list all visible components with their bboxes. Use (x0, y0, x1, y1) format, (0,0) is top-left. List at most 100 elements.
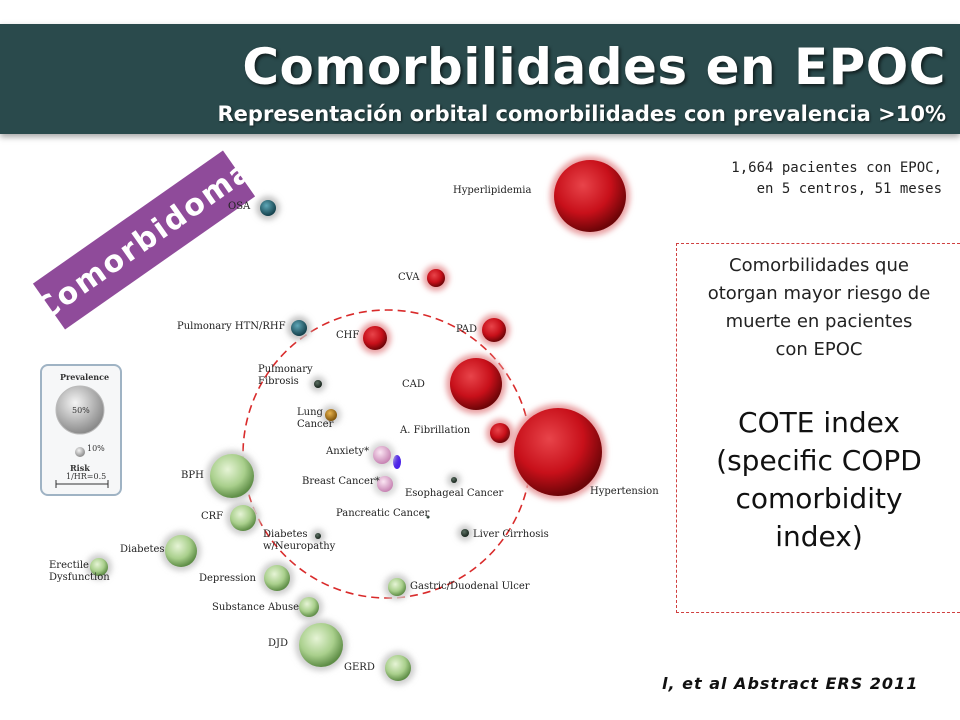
legend: Prevalence 50% 10% Risk 1/HR=0.5 (40, 364, 122, 496)
bubble-liver-cirrhosis (461, 529, 469, 537)
label-diabetes: Diabetes (120, 544, 165, 555)
bubble-cad (450, 358, 502, 410)
citation: l, et al Abstract ERS 2011 (662, 674, 919, 693)
bubble-hyperlipidemia (554, 160, 626, 232)
comorbidity-osa: OSA (228, 196, 280, 220)
bubble-diabetes-w-neuropathy (315, 533, 321, 539)
label-pad: PAD (456, 324, 477, 335)
legend-scale-label: 1/HR=0.5 (66, 472, 107, 481)
bubble-pad (482, 318, 506, 342)
cote-index-line: COTE index (738, 406, 900, 439)
cote-index-title: COTE index (specific COPD comorbidity in… (677, 404, 960, 556)
bubble-anxiety (373, 446, 391, 464)
bubble-pulmonary-htn-rhf (291, 320, 307, 336)
comorbidity-breast-cancer: Breast Cancer* (302, 472, 397, 496)
bubble-lung-cancer (325, 409, 337, 421)
cote-index-line: comorbidity (735, 482, 903, 515)
legend-big-value: 50% (72, 406, 90, 415)
label-hyperlipidemia: Hyperlipidemia (453, 185, 531, 196)
cote-index-line: index) (775, 520, 863, 553)
label-crf: CRF (201, 511, 223, 522)
comorbidity-djd: DJD (268, 619, 347, 671)
legend-risk-label: Risk (70, 463, 90, 473)
bubble-chf (363, 326, 387, 350)
label-djd: DJD (268, 638, 288, 649)
cote-description: Comorbilidades que otorgan mayor riesgo … (677, 252, 960, 364)
title-bar: Comorbilidades en EPOC Representación or… (0, 24, 960, 134)
cote-description-line: muerte en pacientes (725, 311, 913, 332)
bubble-diabetes (165, 535, 197, 567)
comorbidity-esophageal-cancer: Esophageal Cancer (405, 473, 503, 499)
label-hypertension: Hypertension (590, 486, 659, 497)
legend-small-value: 10% (87, 444, 105, 453)
label-bph: BPH (181, 470, 204, 481)
comorbidity-gerd: GERD (344, 651, 415, 685)
comorbidity-diabetes: Diabetes (120, 531, 201, 571)
cote-index-line: (specific COPD (716, 444, 922, 477)
label-gastric-duodenal-ulcer: Gastric/Duodenal Ulcer (410, 581, 530, 592)
bubble-djd (299, 623, 343, 667)
label-cva: CVA (398, 272, 420, 283)
slide-title: Comorbilidades en EPOC (242, 38, 946, 96)
bubble-esophageal-cancer (451, 477, 457, 483)
label-depression: Depression (199, 573, 257, 584)
cote-description-line: con EPOC (775, 339, 863, 360)
comorbidity-pad: PAD (456, 314, 510, 346)
bubble-osa (260, 200, 276, 216)
label-cad: CAD (402, 379, 425, 390)
bubble-pulmonary-fibrosis (314, 380, 322, 388)
comorbidity-cad: CAD (402, 354, 506, 414)
comorbidity-gastric-duodenal-ulcer: Gastric/Duodenal Ulcer (384, 574, 530, 600)
slide-subtitle: Representación orbital comorbilidades co… (217, 102, 946, 126)
bubble-pancreatic-cancer (426, 515, 430, 519)
label-pancreatic-cancer: Pancreatic Cancer (336, 508, 430, 519)
label-breast-cancer: Breast Cancer* (302, 476, 380, 487)
label-osa: OSA (228, 201, 251, 212)
label-a-fibrillation: A. Fibrillation (399, 425, 471, 436)
patients-note: 1,664 pacientes con EPOC, en 5 centros, … (731, 158, 942, 200)
comorbidity-hyperlipidemia: Hyperlipidemia (453, 156, 630, 236)
bubble-erectile-dysfunction (90, 558, 108, 576)
cote-panel: Comorbilidades que otorgan mayor riesgo … (676, 243, 960, 613)
comorbidity-cva: CVA (398, 265, 449, 291)
label-anxiety: Anxiety* (325, 446, 369, 457)
bubble-breast-cancer (377, 476, 393, 492)
patients-note-line1: 1,664 pacientes con EPOC, (731, 160, 942, 176)
comorbidity-liver-cirrhosis: Liver Cirrhosis (457, 525, 549, 541)
comorbidity-pulmonary-htn-rhf: Pulmonary HTN/RHF (177, 316, 311, 340)
comorbidity-bph: BPH (181, 450, 258, 502)
bubble-substance-abuse (299, 597, 319, 617)
comorbidity-anxiety: Anxiety* (325, 442, 395, 468)
comorbidity-a-fibrillation: A. Fibrillation (399, 419, 514, 447)
cote-description-line: Comorbilidades que (729, 255, 909, 276)
comorbidity-pancreatic-cancer: Pancreatic Cancer (336, 508, 430, 519)
label-esophageal-cancer: Esophageal Cancer (405, 488, 503, 499)
label-pulmonary-htn-rhf: Pulmonary HTN/RHF (177, 321, 286, 332)
comorbidity-depression: Depression (199, 561, 294, 595)
center-marker (393, 455, 401, 469)
bubble-cva (427, 269, 445, 287)
bubble-a-fibrillation (490, 423, 510, 443)
bubble-hypertension (514, 408, 602, 496)
label-liver-cirrhosis: Liver Cirrhosis (473, 529, 549, 540)
legend-graphics (55, 385, 109, 488)
comorbidity-hypertension: Hypertension (510, 404, 659, 500)
comorbidity-chf: CHF (336, 322, 391, 354)
legend-prevalence-label: Prevalence (60, 372, 110, 382)
bubble-gerd (385, 655, 411, 681)
bubble-depression (264, 565, 290, 591)
label-substance-abuse: Substance Abuse (212, 602, 299, 613)
label-chf: CHF (336, 330, 359, 341)
label-gerd: GERD (344, 662, 375, 673)
comorbidity-crf: CRF (201, 501, 260, 535)
bubble-gastric-duodenal-ulcer (388, 578, 406, 596)
